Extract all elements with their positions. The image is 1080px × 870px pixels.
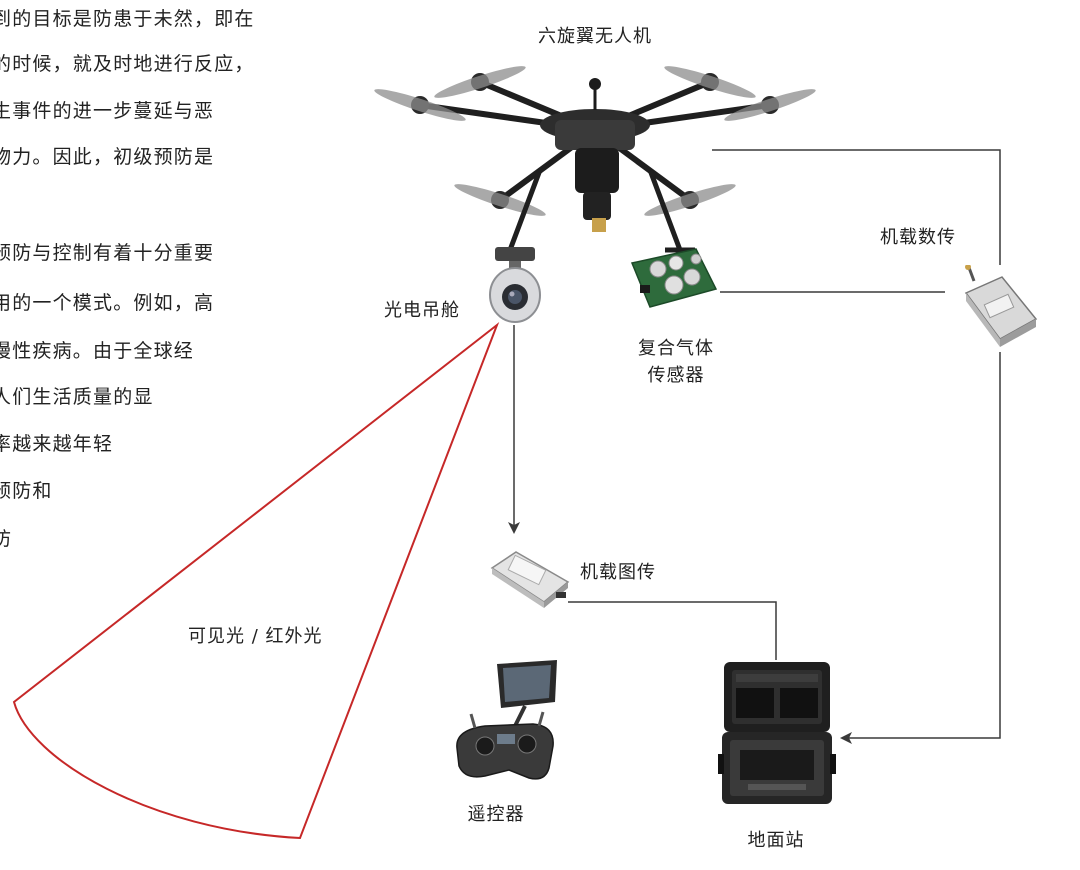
paragraph-line: 用的一个模式。例如，高 (0, 292, 215, 314)
drone-propeller (664, 66, 756, 98)
drone-propeller (374, 89, 466, 121)
gas-sensor-label-line1: 复合气体 (638, 338, 714, 359)
line-datalink-to-ground (840, 352, 1001, 744)
ground-station-label: 地面站 (747, 830, 805, 851)
paragraph-line: 人们生活质量的显 (0, 386, 154, 408)
remote-controller-icon (456, 660, 557, 780)
cropped-paragraph: 到的目标是防患于未然，即在 的时候，就及时地进行反应， 生事件的进一步蔓延与恶 … (0, 0, 340, 560)
paragraph-line: 预防和 (0, 480, 53, 502)
paragraph-line: 预防与控制有着十分重要 (0, 242, 215, 264)
paragraph-line: 生事件的进一步蔓延与恶 (0, 100, 215, 122)
fov-cone (12, 321, 500, 840)
drone-propeller (644, 184, 736, 216)
drone-propeller (724, 89, 816, 121)
camera-gimbal-icon (489, 247, 541, 323)
video-tx-label: 机载图传 (580, 562, 656, 583)
paragraph-line: 的时候，就及时地进行反应， (0, 53, 255, 75)
paragraph-line: 到的目标是防患于未然，即在 (0, 8, 255, 30)
datalink-label: 机载数传 (880, 227, 956, 248)
gas-sensor-label-line2: 传感器 (647, 365, 705, 386)
gas-sensor-board-icon (630, 248, 718, 308)
gimbal-label: 光电吊舱 (384, 300, 460, 321)
drone-label: 六旋翼无人机 (538, 26, 652, 47)
paragraph-line: 物力。因此，初级预防是 (0, 146, 215, 168)
ground-station-case-icon (718, 662, 836, 804)
datalink-module-icon (964, 265, 1038, 347)
light-label: 可见光 / 红外光 (188, 626, 323, 647)
paragraph-line: 防 (0, 528, 13, 550)
line-drone-to-datalink (712, 149, 1001, 265)
line-videotx-to-ground (568, 601, 777, 660)
remote-label: 遥控器 (467, 804, 525, 825)
drone-propeller (434, 66, 526, 98)
paragraph-line: 率越来越年轻 (0, 433, 114, 455)
hexacopter-icon (374, 66, 816, 253)
video-transmitter-icon (490, 551, 570, 608)
drone-propeller (454, 184, 546, 216)
paragraph-line: 慢性疾病。由于全球经 (0, 340, 195, 362)
